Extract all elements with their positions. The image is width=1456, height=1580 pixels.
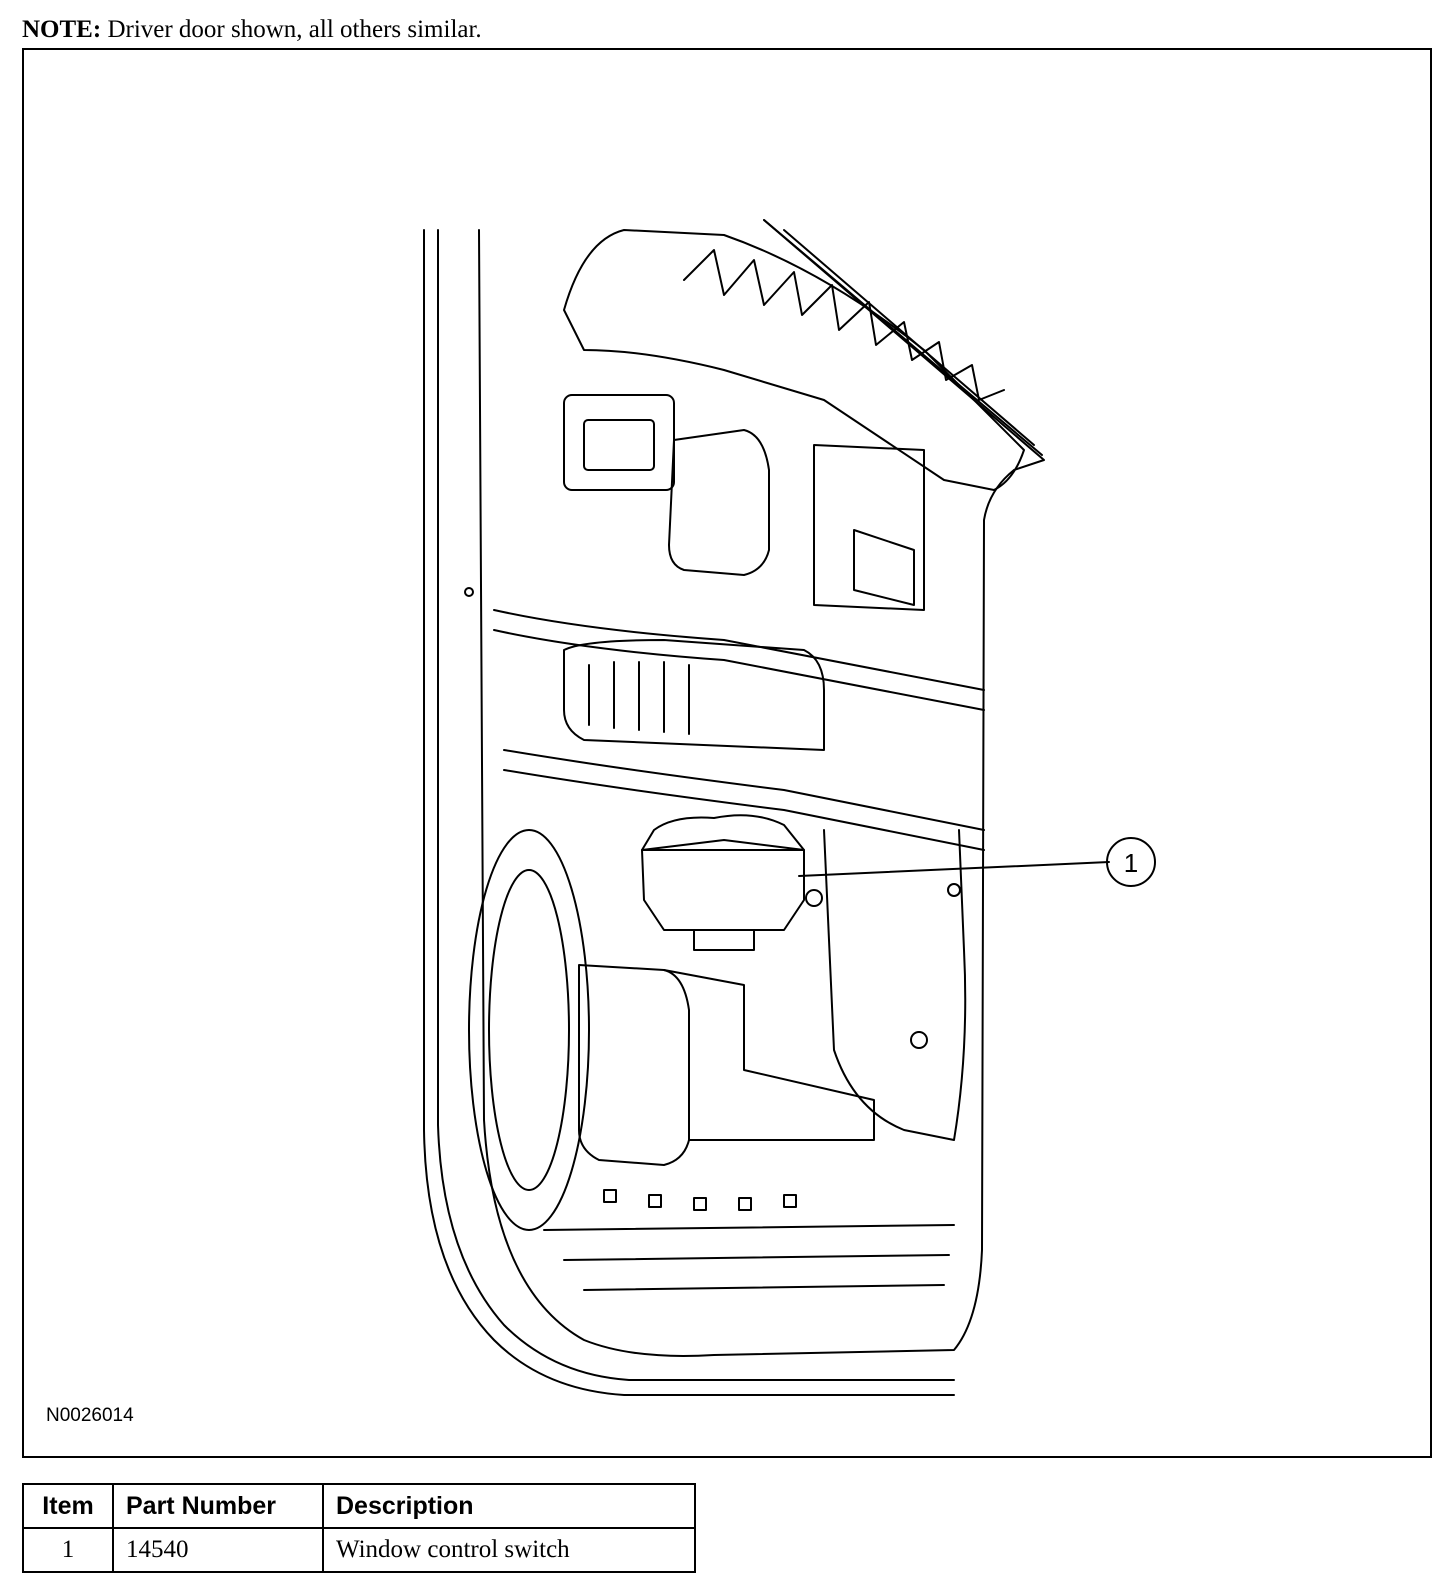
hinge-bracket-inner bbox=[583, 419, 655, 471]
header-item: Item bbox=[22, 1483, 114, 1529]
switch-top bbox=[641, 814, 805, 851]
note-label: NOTE: bbox=[22, 16, 102, 43]
handle-pocket-ribs bbox=[588, 661, 690, 735]
map-pocket bbox=[578, 964, 690, 1166]
table-row: 1 14540 Window control switch bbox=[22, 1527, 696, 1573]
cell-item: 1 bbox=[22, 1527, 114, 1573]
door-outer-edge-inner bbox=[437, 229, 955, 1381]
note-text: Driver door shown, all others similar. bbox=[101, 16, 482, 43]
door-outer-edge bbox=[423, 229, 955, 1396]
armrest-channel bbox=[823, 829, 967, 1141]
cell-description: Window control switch bbox=[322, 1527, 696, 1573]
door-illustration: 1 bbox=[423, 219, 1156, 1396]
weatherstrip bbox=[683, 249, 1005, 401]
fastener-hole bbox=[464, 587, 474, 597]
lower-speaker bbox=[468, 829, 590, 1231]
table-header-row: Item Part Number Description bbox=[22, 1483, 696, 1529]
speaker-grille bbox=[853, 529, 915, 606]
callout-number: 1 bbox=[1124, 848, 1138, 878]
mid-rail bbox=[503, 749, 985, 851]
figure-frame: 1 N0026014 bbox=[22, 48, 1432, 1458]
window-control-switch bbox=[641, 839, 805, 931]
map-pocket-lip bbox=[663, 969, 875, 1141]
regulator-module bbox=[668, 429, 770, 576]
fastener-hole bbox=[910, 1031, 928, 1049]
bottom-sill bbox=[543, 1224, 955, 1291]
handle-pocket bbox=[563, 639, 825, 751]
switch-connector bbox=[693, 929, 755, 951]
sill-fasteners bbox=[603, 1189, 797, 1211]
callout-leader bbox=[798, 861, 1110, 877]
speaker-housing bbox=[813, 444, 925, 611]
figure-code: N0026014 bbox=[46, 1405, 134, 1426]
header-description: Description bbox=[322, 1483, 696, 1529]
belt-line bbox=[493, 609, 985, 711]
fastener-hole bbox=[947, 883, 961, 897]
callout-circle bbox=[1106, 837, 1156, 887]
inner-panel-outline bbox=[478, 219, 1045, 1357]
header-part-number: Part Number bbox=[112, 1483, 324, 1529]
note: NOTE: Driver door shown, all others simi… bbox=[22, 14, 482, 46]
lower-speaker-inner bbox=[488, 869, 570, 1191]
hinge-bracket bbox=[563, 394, 675, 491]
fastener-hole bbox=[805, 889, 823, 907]
parts-table: Item Part Number Description 1 14540 Win… bbox=[22, 1483, 696, 1573]
cell-part-number: 14540 bbox=[112, 1527, 324, 1573]
inner-panel-top bbox=[763, 219, 1043, 456]
upper-cavity bbox=[563, 229, 1025, 491]
